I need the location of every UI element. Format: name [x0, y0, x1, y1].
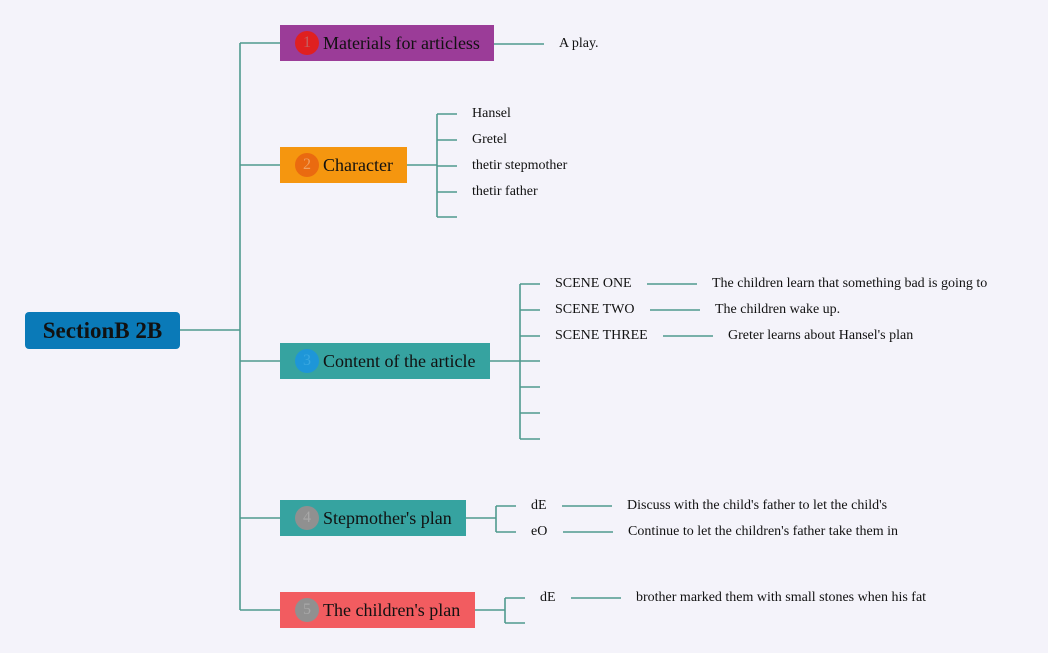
number-badge-icon: 4 — [295, 506, 319, 530]
number-badge-icon: 5 — [295, 598, 319, 622]
child-node[interactable]: eO — [531, 524, 548, 539]
detail-node[interactable]: The children learn that something bad is… — [712, 276, 988, 291]
topic-label: Stepmother's plan — [323, 507, 452, 528]
child-node[interactable]: dE — [540, 590, 556, 605]
child-node[interactable]: Gretel — [472, 132, 507, 147]
detail-node[interactable]: brother marked them with small stones wh… — [636, 590, 927, 605]
topic-label: Materials for articless — [323, 32, 480, 53]
child-node[interactable]: thetir father — [472, 184, 538, 199]
child-node[interactable]: thetir stepmother — [472, 158, 568, 173]
detail-node[interactable]: Continue to let the children's father ta… — [628, 524, 898, 539]
child-node[interactable]: SCENE ONE — [555, 276, 632, 291]
number-badge-icon: 3 — [295, 349, 319, 373]
topic-label: Character — [323, 154, 393, 175]
detail-node[interactable]: Discuss with the child's father to let t… — [627, 498, 888, 513]
child-node[interactable]: SCENE TWO — [555, 302, 635, 317]
child-node[interactable]: Hansel — [472, 106, 511, 121]
number-badge-icon: 2 — [295, 153, 319, 177]
number-badge-icon: 1 — [295, 31, 319, 55]
topic-label: The children's plan — [323, 599, 461, 620]
root-node[interactable]: SectionB 2B — [25, 312, 180, 349]
child-node[interactable]: dE — [531, 498, 547, 513]
child-node[interactable]: A play. — [559, 36, 599, 51]
detail-node[interactable]: The children wake up. — [715, 302, 841, 317]
detail-node[interactable]: Greter learns about Hansel's plan — [728, 328, 914, 343]
topic-label: Content of the article — [323, 350, 476, 371]
child-node[interactable]: SCENE THREE — [555, 328, 648, 343]
